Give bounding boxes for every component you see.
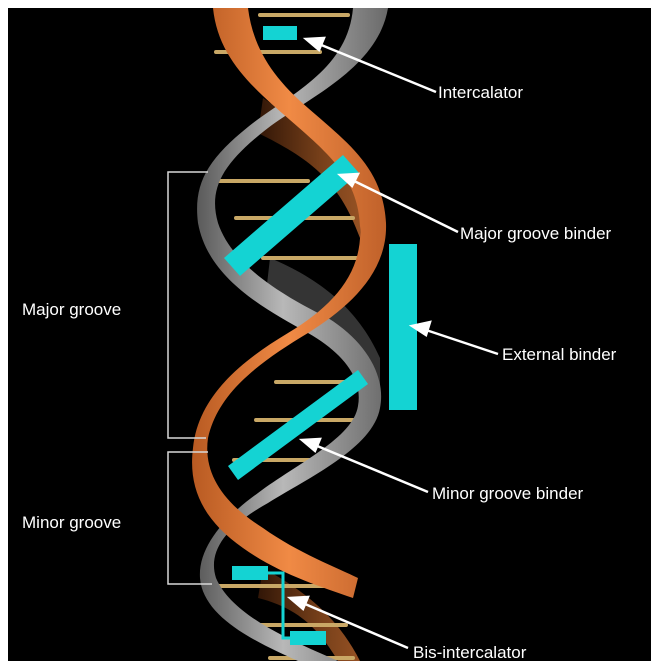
bis-intercalator-block-top (232, 566, 268, 580)
intercalator-label: Intercalator (438, 83, 523, 102)
external-binder-label: External binder (502, 345, 617, 364)
arrowhead (302, 439, 320, 451)
external-binder-arrow (420, 328, 498, 354)
intercalator-block (263, 26, 297, 40)
major-groove-label: Major groove (22, 300, 121, 319)
minor-groove-label: Minor groove (22, 513, 121, 532)
minor-groove-binder-label: Minor groove binder (432, 484, 584, 503)
major-groove-binder-label: Major groove binder (460, 224, 612, 243)
bis-intercalator-block-bottom (290, 631, 326, 645)
dna-binding-diagram: Intercalator Major groove binder Externa… (8, 8, 651, 661)
minor-groove-binder-bar (228, 370, 368, 480)
arrowhead (306, 38, 324, 50)
bis-intercalator-label: Bis-intercalator (413, 643, 527, 661)
minor-groove-binder-arrow (310, 443, 428, 492)
